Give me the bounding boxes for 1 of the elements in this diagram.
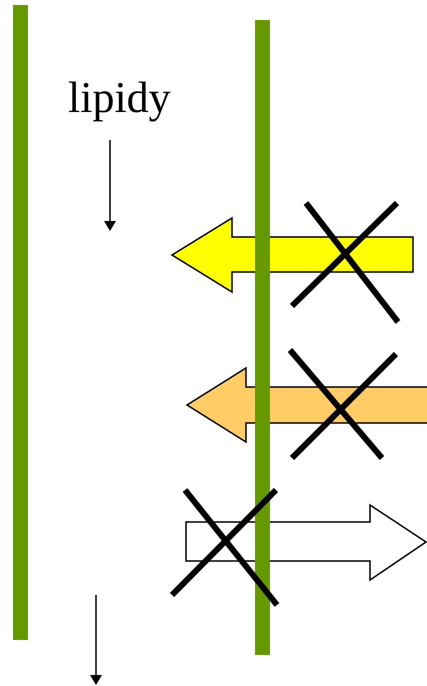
label-text: lipidy [68,72,171,124]
